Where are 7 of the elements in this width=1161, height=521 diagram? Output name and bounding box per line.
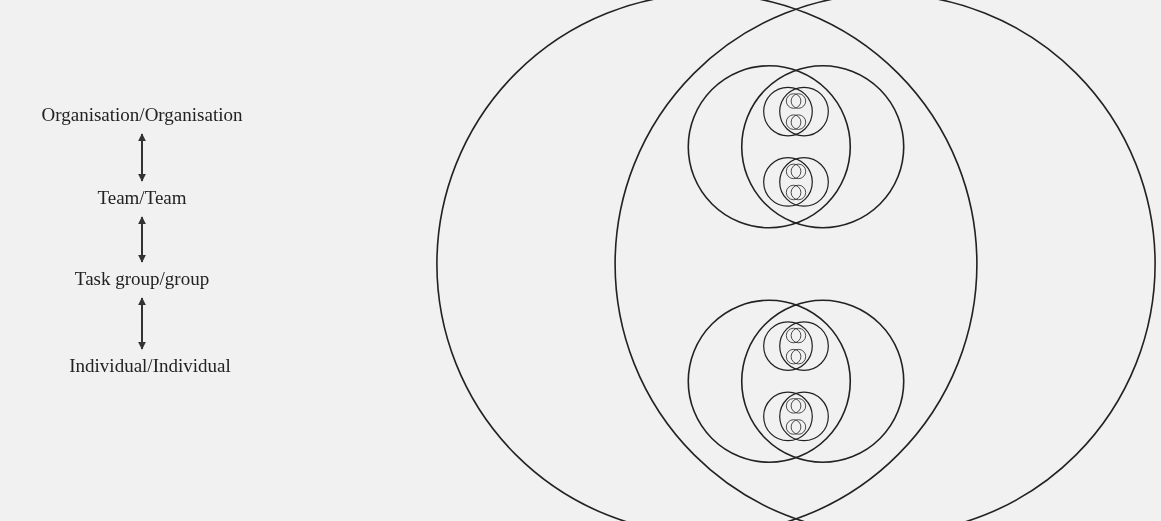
level-label: Task group/group	[74, 268, 210, 290]
double-arrow	[138, 133, 146, 182]
double-arrow	[138, 216, 146, 263]
level-label: Individual/Individual	[69, 355, 231, 377]
level-label: Organisation/Organisation	[41, 104, 243, 126]
double-arrow	[138, 297, 146, 350]
level-label: Team/Team	[97, 187, 187, 209]
